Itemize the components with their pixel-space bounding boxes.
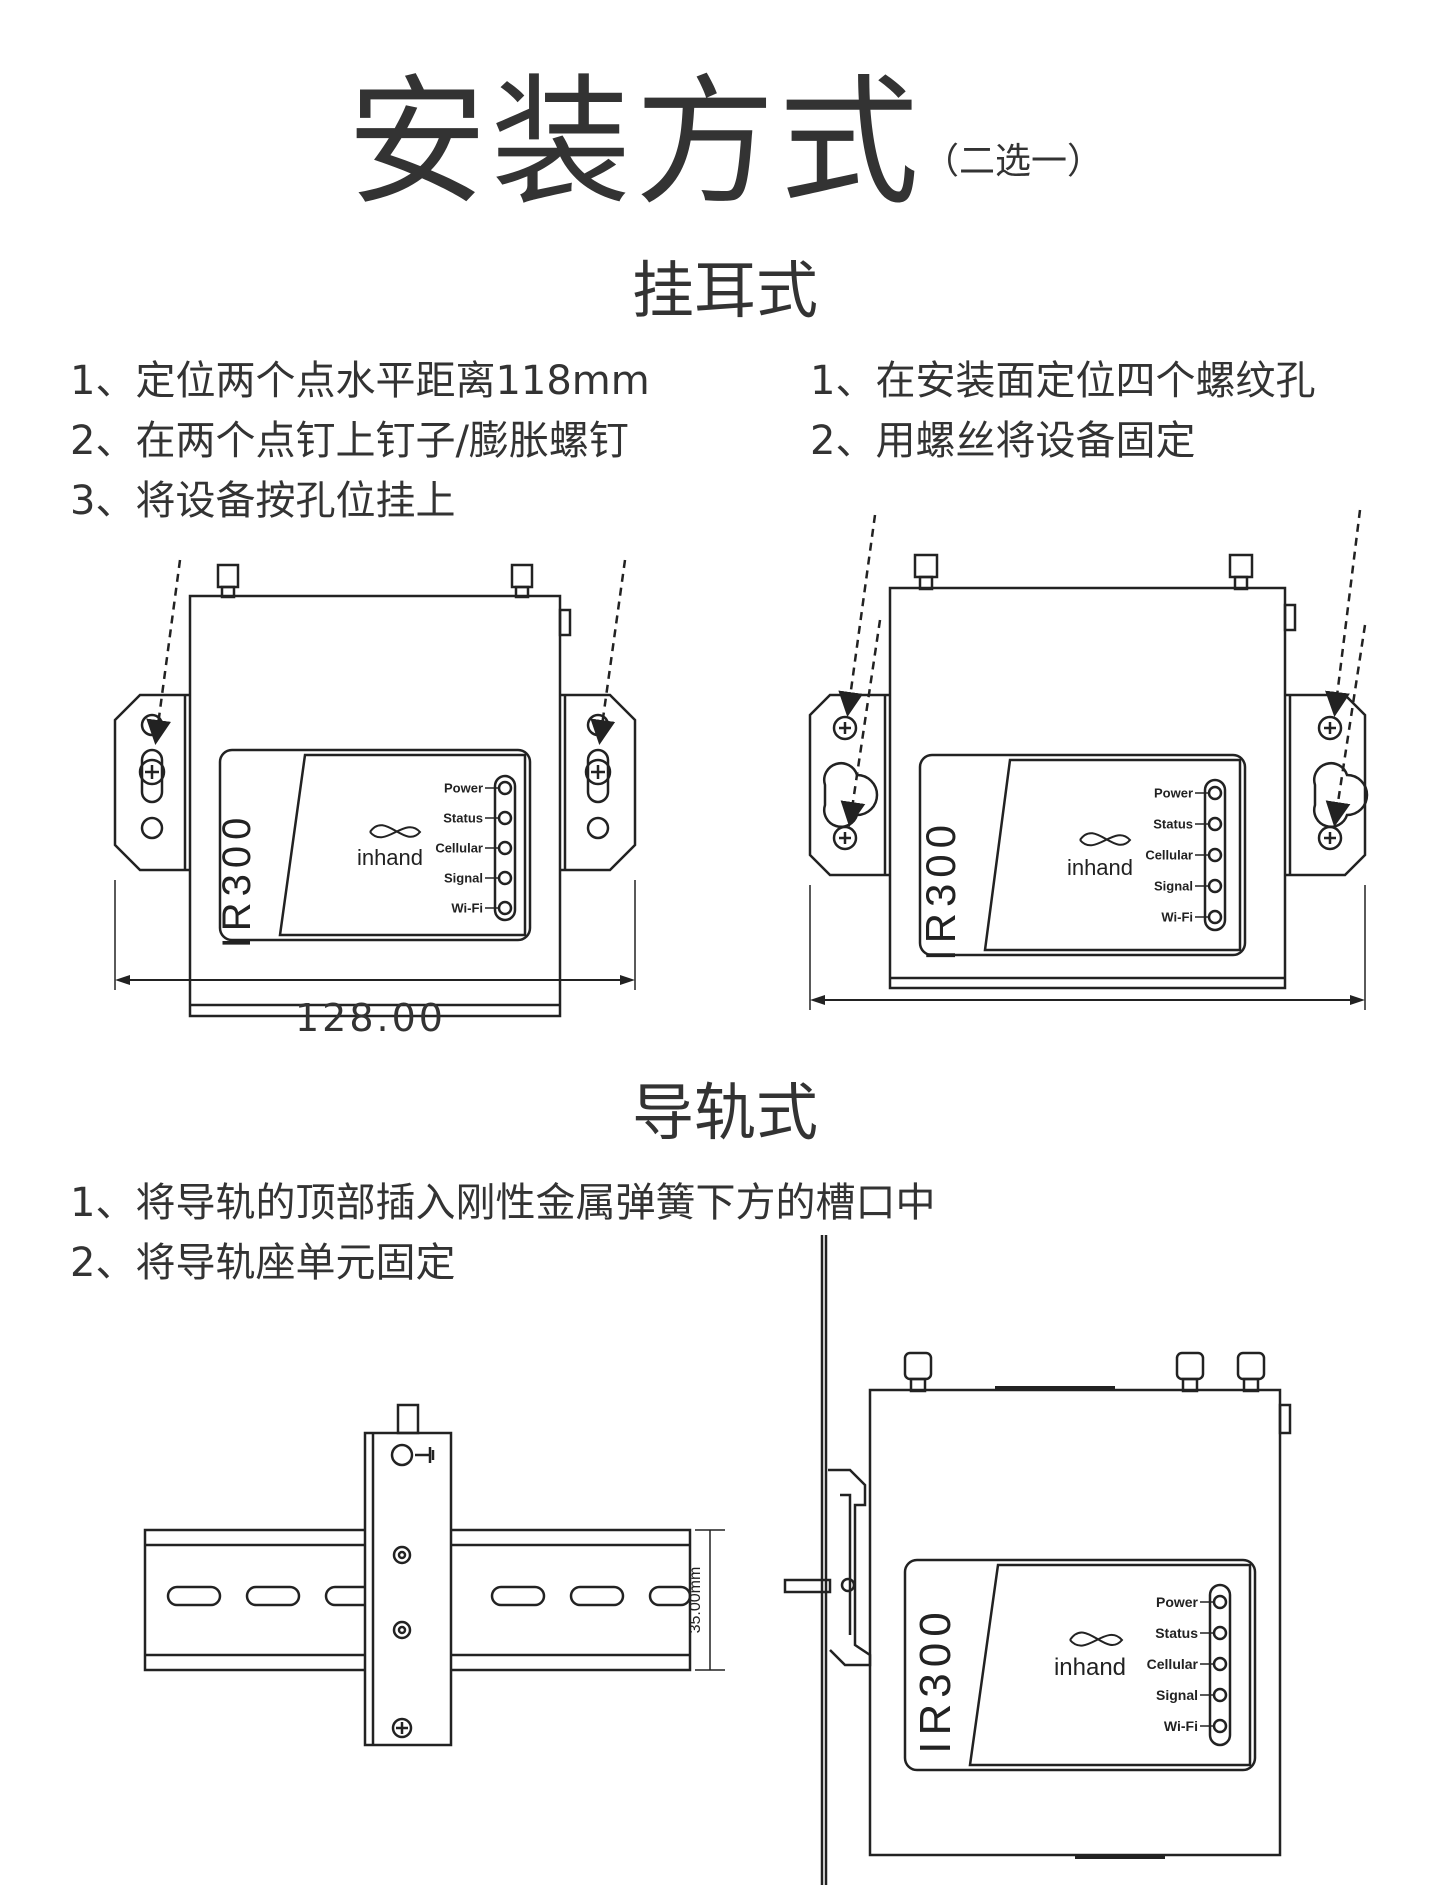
front-panel: IR300 inhand PowerStatusCellularSignalWi…: [917, 753, 1247, 961]
led-indicator: [1207, 909, 1223, 925]
antenna-connector: [1236, 1351, 1266, 1393]
led-indicator: [1207, 878, 1223, 894]
led-indicator: [1212, 1687, 1228, 1703]
led-label: Wi-Fi: [1164, 1718, 1198, 1734]
model-label: IR300: [215, 812, 259, 949]
led-indicator: [1212, 1656, 1228, 1672]
brand-logo-mark: [369, 824, 422, 839]
din-rail-front-diagram: 35.00mm: [143, 1403, 725, 1747]
antenna-connector: [216, 563, 240, 599]
led-label: Wi-Fi: [451, 901, 483, 916]
ear-left-step-1: 1、定位两个点水平距离118mm: [70, 358, 650, 404]
led-indicator: [497, 900, 513, 916]
section-heading-rail-mount: 导轨式: [631, 1076, 818, 1149]
device-body: [888, 586, 1287, 990]
antenna-connector: [913, 553, 939, 591]
led-indicator: [497, 870, 513, 886]
arrow-left: [146, 559, 182, 745]
rail-step-2: 2、将导轨座单元固定: [70, 1240, 456, 1286]
mounting-ear-left: [113, 693, 190, 872]
led-label: Status: [443, 811, 483, 826]
led-label: Wi-Fi: [1161, 910, 1193, 925]
ear-right-step-1: 1、在安装面定位四个螺纹孔: [810, 358, 1316, 404]
led-label: Cellular: [1147, 1656, 1199, 1672]
antenna-connector: [1175, 1351, 1205, 1393]
ear-right-step-2: 2、用螺丝将设备固定: [810, 418, 1196, 464]
device-body: [188, 594, 562, 1018]
led-label: Cellular: [1145, 848, 1193, 863]
led-indicator: [1207, 847, 1223, 863]
arrow: [1325, 509, 1362, 717]
mounting-ear-right: [1285, 693, 1369, 877]
ear-left-step-3: 3、将设备按孔位挂上: [70, 478, 456, 524]
dimension-label: 128.00: [295, 996, 446, 1040]
mounting-ear-left: [808, 693, 890, 877]
front-panel: IR300 inhand PowerStatusCellularSignalWi…: [215, 748, 532, 949]
led-label: Signal: [1156, 1687, 1198, 1703]
arrow-right: [590, 559, 627, 745]
page-title: 安装方式（二选一）: [0, 30, 1450, 232]
antenna-connector: [1228, 553, 1254, 591]
brand-logo: inhand: [1067, 855, 1133, 880]
led-label: Signal: [1154, 879, 1193, 894]
led-indicator: [1207, 785, 1223, 801]
antenna-connector: [510, 563, 534, 599]
model-label: IR300: [917, 819, 964, 961]
din-rail-side-diagram: IR300 inhand PowerStatusCellularSignalWi…: [783, 1235, 1292, 1885]
led-indicator: [1207, 816, 1223, 832]
led-label: Cellular: [435, 841, 483, 856]
mounting-ear-right: [560, 693, 637, 872]
arrow: [840, 619, 882, 827]
arrow: [838, 514, 877, 717]
section-heading-ear-mount: 挂耳式: [631, 254, 818, 327]
page-title-note: （二选一）: [923, 141, 1104, 182]
led-indicator: [497, 810, 513, 826]
led-indicator: [1212, 1718, 1228, 1734]
led-indicator: [1212, 1594, 1228, 1610]
led-indicator: [497, 840, 513, 856]
ear-mount-hang-diagram: IR300 inhand PowerStatusCellularSignalWi…: [113, 559, 637, 1018]
page-title-main: 安装方式: [346, 62, 923, 225]
ear-left-step-2: 2、在两个点钉上钉子/膨胀螺钉: [70, 418, 629, 464]
arrow: [1325, 624, 1367, 827]
led-indicator: [497, 780, 513, 796]
led-indicator: [1212, 1625, 1228, 1641]
rail-clip-profile: [783, 1468, 872, 1667]
led-label: Signal: [444, 871, 483, 886]
brand-logo-mark: [1079, 832, 1132, 847]
brand-logo-mark: [1069, 1631, 1124, 1647]
brand-logo: inhand: [357, 845, 423, 870]
led-label: Status: [1153, 817, 1193, 832]
front-panel: IR300 inhand PowerStatusCellularSignalWi…: [903, 1558, 1257, 1772]
led-label: Power: [444, 781, 483, 796]
led-label: Power: [1154, 786, 1193, 801]
antenna-connector: [903, 1351, 933, 1393]
led-label: Status: [1155, 1625, 1198, 1641]
rail-clip: [363, 1403, 453, 1747]
led-label: Power: [1156, 1594, 1199, 1610]
rail-step-1: 1、将导轨的顶部插入刚性金属弹簧下方的槽口中: [70, 1180, 936, 1226]
brand-logo: inhand: [1054, 1654, 1126, 1681]
ear-mount-screw-diagram: IR300 inhand PowerStatusCellularSignalWi…: [808, 509, 1369, 1010]
model-label: IR300: [911, 1606, 960, 1753]
rail-dimension-label: 35.00mm: [687, 1567, 704, 1634]
